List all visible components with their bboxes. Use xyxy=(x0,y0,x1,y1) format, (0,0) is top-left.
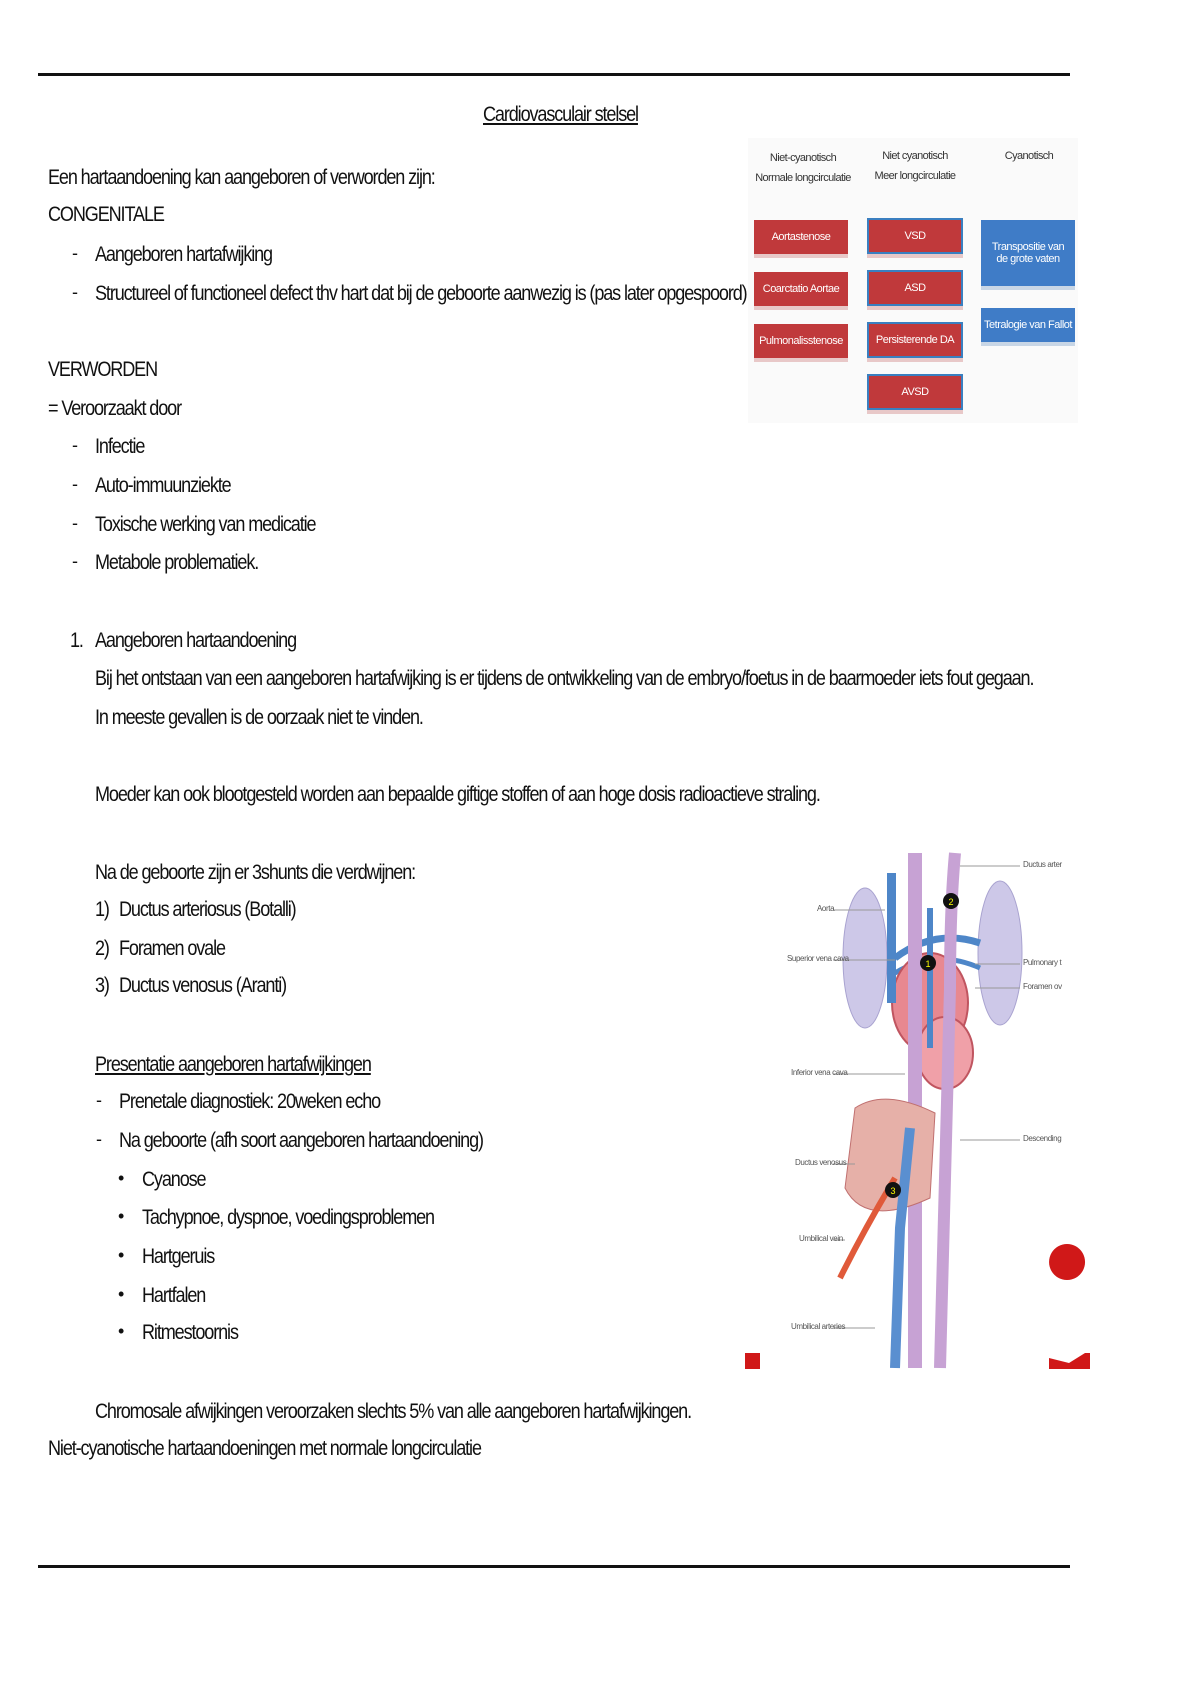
condition-box: Coarctatio Aortae xyxy=(754,272,848,306)
anatomy-label: Aorta xyxy=(817,904,835,913)
verworden-sub: = Veroorzaakt door xyxy=(48,397,182,420)
condition-box: Transpositie van de grote vaten xyxy=(981,220,1075,286)
marker-label: 3 xyxy=(890,1186,895,1196)
symptom-item: Hartfalen xyxy=(142,1284,206,1307)
fetal-circulation-illustration: 1 2 3 xyxy=(745,852,1090,1369)
list-item: Aangeboren hartafwijking xyxy=(95,243,273,266)
anatomy-label: Umbilical arteries xyxy=(791,1322,846,1331)
condition-box: Pulmonalisstenose xyxy=(754,324,848,358)
verworden-heading: VERWORDEN xyxy=(48,358,158,381)
condition-box: Persisterende DA xyxy=(867,322,963,358)
dash-bullet: - xyxy=(72,474,78,494)
marker-3 xyxy=(885,1182,901,1198)
anatomy-label: Inferior vena cava xyxy=(791,1068,848,1077)
dash-bullet: - xyxy=(72,551,78,571)
condition-box: Tetralogie van Fallot xyxy=(981,308,1075,342)
dash-bullet: - xyxy=(96,1129,102,1149)
shunt-number: 2) xyxy=(95,937,110,960)
congenitale-heading: CONGENITALE xyxy=(48,203,165,226)
section-number: 1. xyxy=(70,629,84,652)
condition-box: Aortastenose xyxy=(754,220,848,254)
anatomy-label: Ductus arter xyxy=(1023,860,1062,869)
dot-bullet: • xyxy=(118,1245,125,1265)
dot-bullet: • xyxy=(118,1321,125,1341)
column-header: Cyanotisch xyxy=(1004,150,1054,162)
dot-bullet: • xyxy=(118,1168,125,1188)
paragraph: Bij het ontstaan van een aangeboren hart… xyxy=(95,667,1034,690)
dash-bullet: - xyxy=(72,513,78,533)
anatomy-label: Foramen ov xyxy=(1023,982,1062,991)
shunt-item: Ductus venosus (Aranti) xyxy=(119,974,287,997)
list-item: Prenetale diagnostiek: 20weken echo xyxy=(119,1090,381,1113)
dash-bullet: - xyxy=(72,282,78,302)
condition-box: AVSD xyxy=(867,374,963,410)
paragraph: Chromosale afwijkingen veroorzaken slech… xyxy=(95,1400,692,1423)
intro-text: Een hartaandoening kan aangeboren of ver… xyxy=(48,166,436,189)
dash-bullet: - xyxy=(96,1090,102,1110)
list-item: Structureel of functioneel defect thv ha… xyxy=(95,282,752,305)
marker-label: 2 xyxy=(948,897,953,907)
marker-1 xyxy=(920,955,936,971)
condition-box: ASD xyxy=(867,270,963,306)
anatomy-label: Umbilical vein xyxy=(799,1234,843,1243)
anatomy-label: Ductus venosus xyxy=(795,1158,847,1167)
shunt-item: Foramen ovale xyxy=(119,937,226,960)
fetal-circulation-figure: 1 2 3 Aorta Superior vena cava Inferior … xyxy=(745,848,1090,1373)
paragraph: Niet-cyanotische hartaandoeningen met no… xyxy=(48,1437,482,1460)
list-item: Metabole problematiek. xyxy=(95,551,259,574)
vives-logo: vives xyxy=(1056,1296,1080,1307)
list-item: Na geboorte (afh soort aangeboren hartaa… xyxy=(119,1129,484,1152)
top-rule xyxy=(38,73,1070,76)
marker-label: 1 xyxy=(925,959,930,969)
shunt-item: Ductus arteriosus (Botalli) xyxy=(119,898,297,921)
section-heading: Aangeboren hartaandoening xyxy=(95,629,297,652)
symptom-item: Tachypnoe, dyspnoe, voedingsproblemen xyxy=(142,1206,435,1229)
dash-bullet: - xyxy=(72,243,78,263)
marker-2 xyxy=(943,893,959,909)
symptom-item: Cyanose xyxy=(142,1168,207,1191)
shunts-intro: Na de geboorte zijn er 3shunts die verdw… xyxy=(95,861,416,884)
paragraph: Moeder kan ook blootgesteld worden aan b… xyxy=(95,783,821,806)
symptom-item: Hartgeruis xyxy=(142,1245,215,1268)
list-item: Auto-immuunziekte xyxy=(95,474,232,497)
list-item: Toxische werking van medicatie xyxy=(95,513,317,536)
bottom-rule xyxy=(38,1565,1070,1568)
anatomy-label: Pulmonary t xyxy=(1023,958,1062,967)
shunt-number: 1) xyxy=(95,898,110,921)
page-title: Cardiovasculair stelsel xyxy=(483,103,639,126)
dot-bullet: • xyxy=(118,1206,125,1226)
shunt-number: 3) xyxy=(95,974,110,997)
presentatie-heading: Presentatie aangeboren hartafwijkingen xyxy=(95,1053,372,1076)
list-item: Infectie xyxy=(95,435,145,458)
symptom-item: Ritmestoornis xyxy=(142,1321,239,1344)
condition-box: VSD xyxy=(867,218,963,254)
dash-bullet: - xyxy=(72,435,78,455)
anatomy-label: Superior vena cava xyxy=(787,954,849,963)
paragraph: In meeste gevallen is de oorzaak niet te… xyxy=(95,706,424,729)
anatomy-label: Descending xyxy=(1023,1134,1062,1143)
dot-bullet: • xyxy=(118,1284,125,1304)
